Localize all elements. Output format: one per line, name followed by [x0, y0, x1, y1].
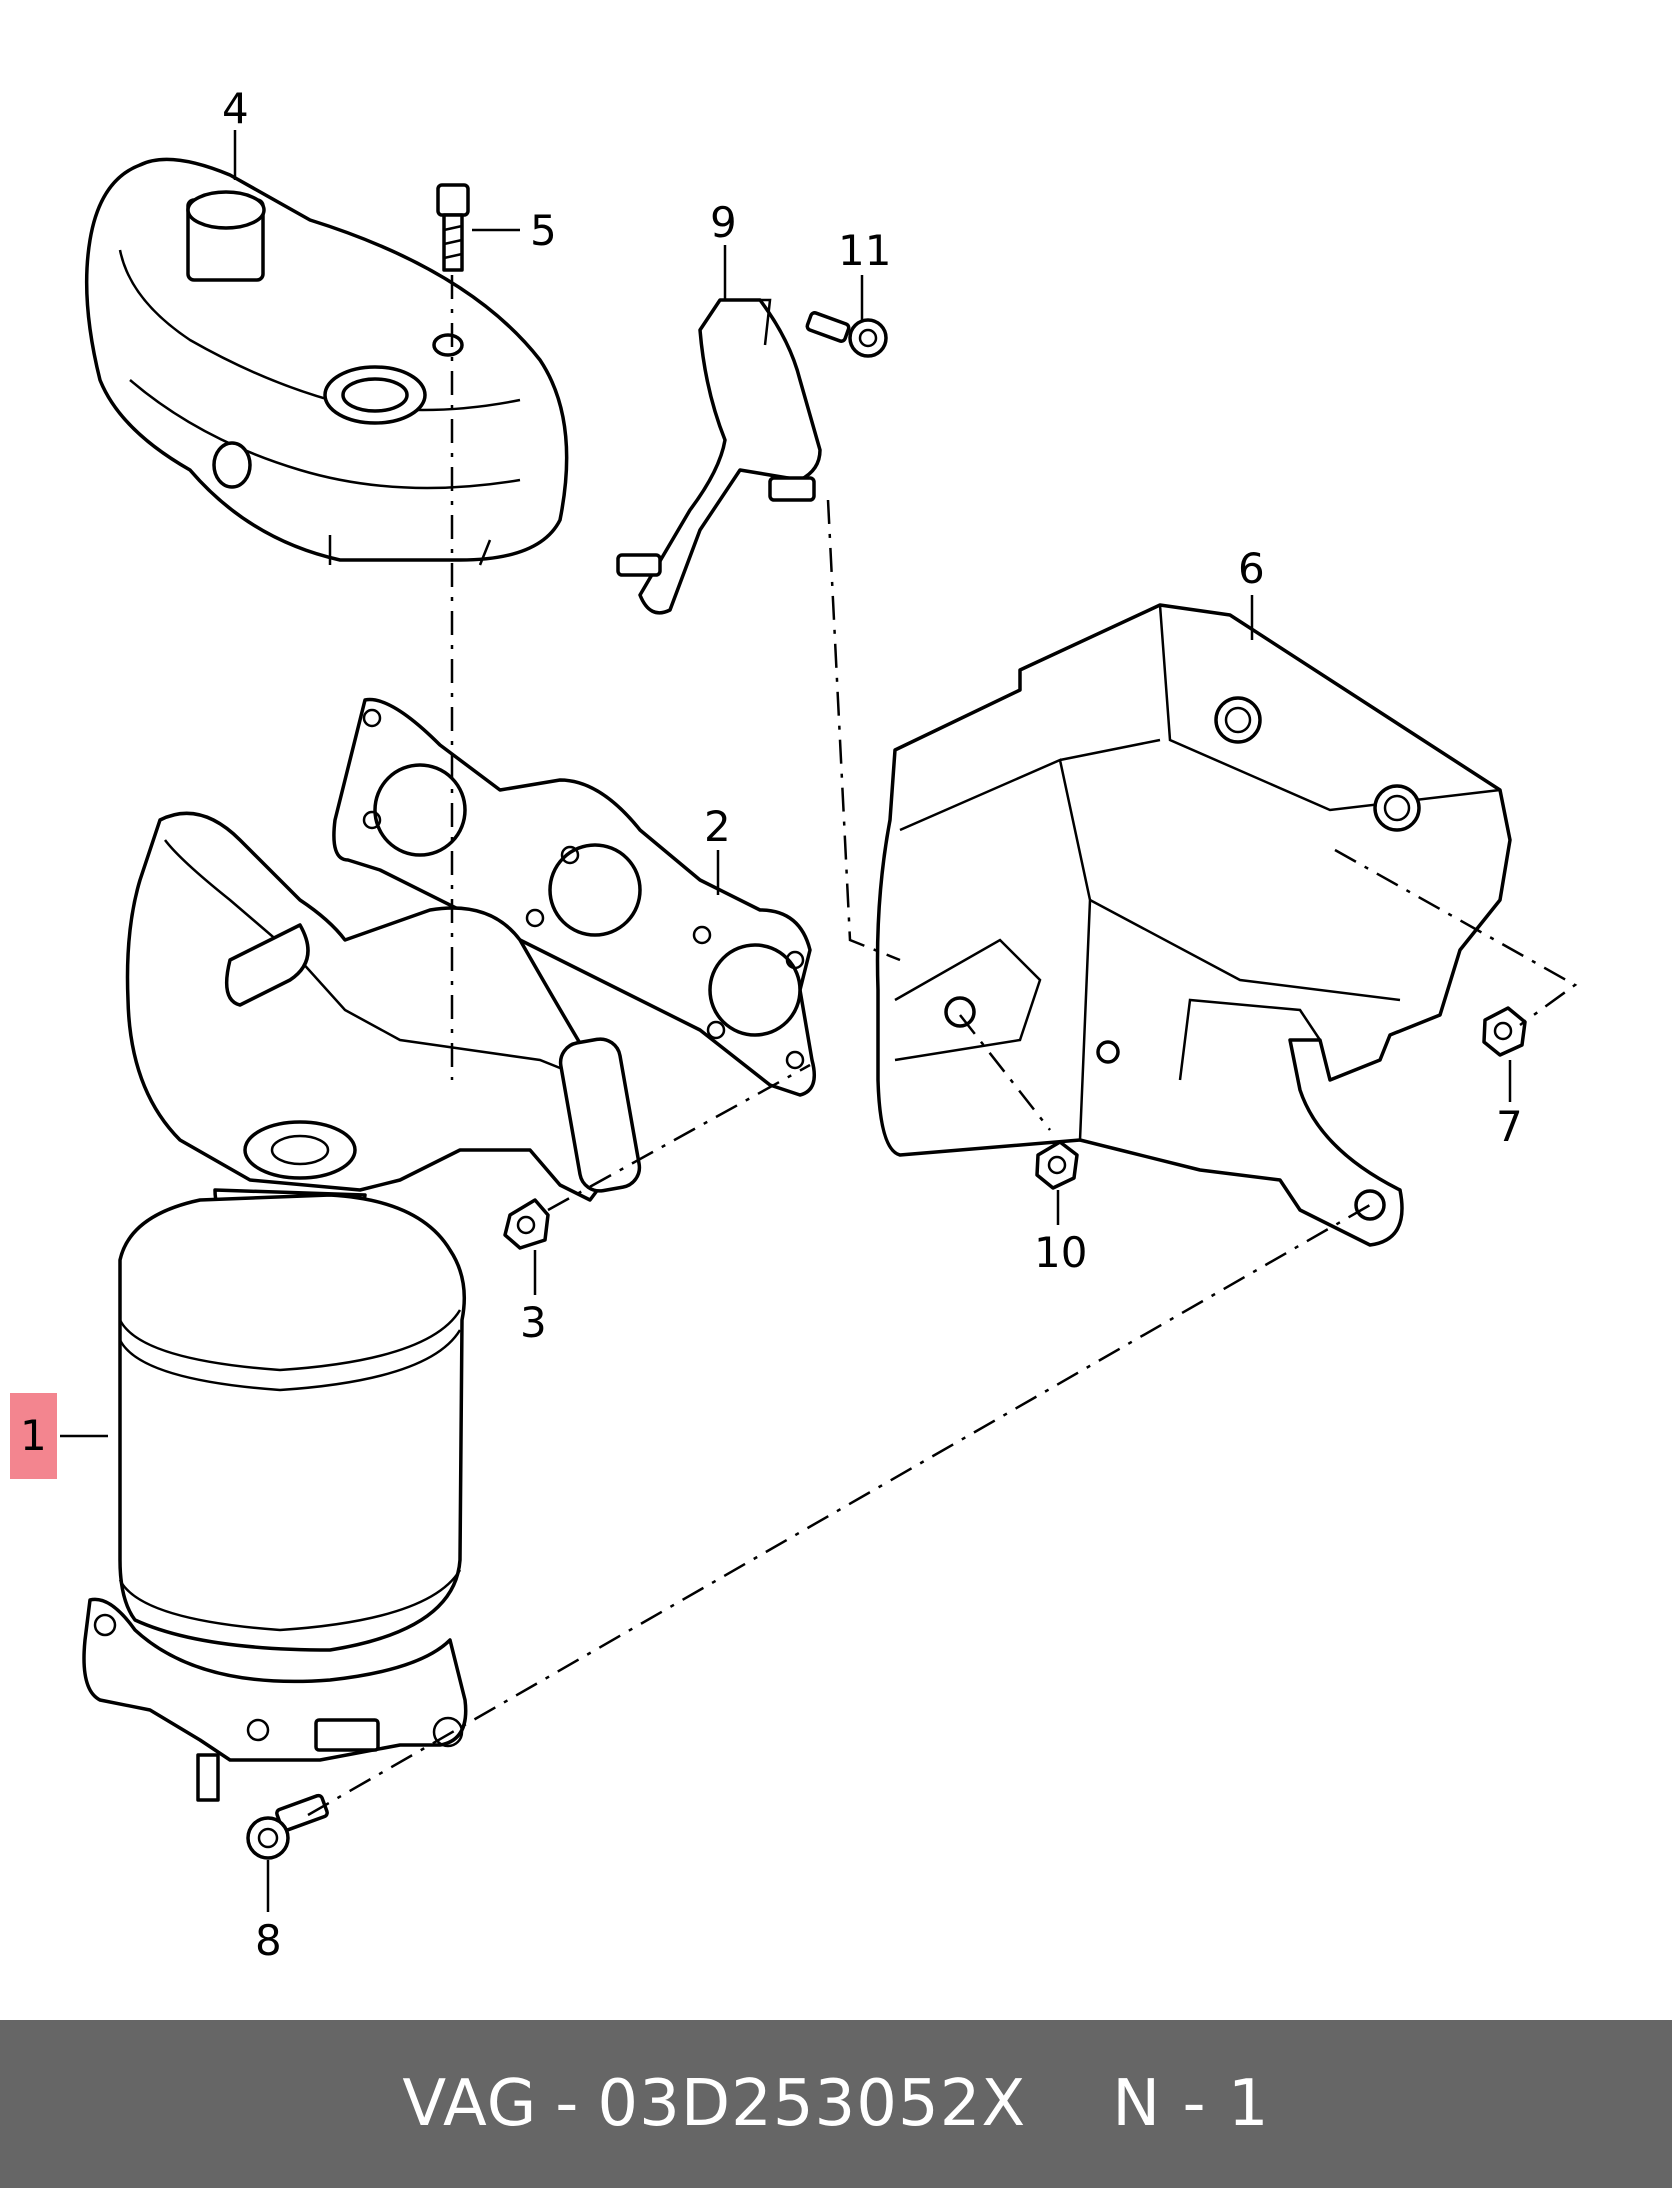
separator: - — [555, 2067, 580, 2141]
callout-3: 3 — [520, 1298, 547, 1347]
upper-heat-shield — [84, 157, 569, 566]
callout-1-highlighted: 1 — [10, 1393, 57, 1479]
callout-9: 9 — [710, 198, 737, 247]
callout-4: 4 — [222, 84, 249, 133]
assembly-line-nut-to-gasket — [547, 1063, 811, 1212]
callout-2: 2 — [704, 802, 731, 851]
bracket-part-9 — [616, 298, 822, 615]
part-number-footer: VAG - 03D253052X N - 1 — [0, 2020, 1672, 2188]
gasket-part-2 — [332, 697, 816, 1097]
bolt-part-11 — [805, 311, 888, 358]
callout-5: 5 — [530, 206, 557, 255]
callout-10: 10 — [1034, 1228, 1088, 1277]
brand-label: VAG — [402, 2067, 538, 2141]
bracket-stud — [768, 476, 816, 502]
diagram-drawing — [60, 130, 1578, 1912]
assembly-line-bolt-to-shield — [307, 1203, 1371, 1817]
position-label: N - 1 — [1112, 2067, 1270, 2141]
callout-8: 8 — [255, 1916, 282, 1965]
callout-6: 6 — [1238, 544, 1265, 593]
nut-part-3 — [503, 1198, 550, 1250]
bolt-part-5 — [436, 183, 470, 272]
bolt-part-8 — [246, 1793, 329, 1860]
part-number-line: VAG - 03D253052X N - 1 — [0, 2020, 1672, 2188]
assembly-line-bracket-to-shield — [826, 499, 901, 962]
catalytic-converter-part-1 — [82, 811, 642, 1802]
part-number: 03D253052X — [597, 2067, 1027, 2141]
lower-heat-shield — [875, 603, 1512, 1247]
nut-part-7 — [1482, 1006, 1527, 1057]
exploded-parts-diagram: 4 5 9 11 6 2 3 7 10 8 1 — [10, 84, 1578, 1965]
nut-part-10 — [1035, 1140, 1079, 1190]
callout-11: 11 — [838, 226, 892, 275]
assembly-line-nut-7 — [1334, 848, 1578, 1027]
callout-7: 7 — [1496, 1102, 1523, 1151]
